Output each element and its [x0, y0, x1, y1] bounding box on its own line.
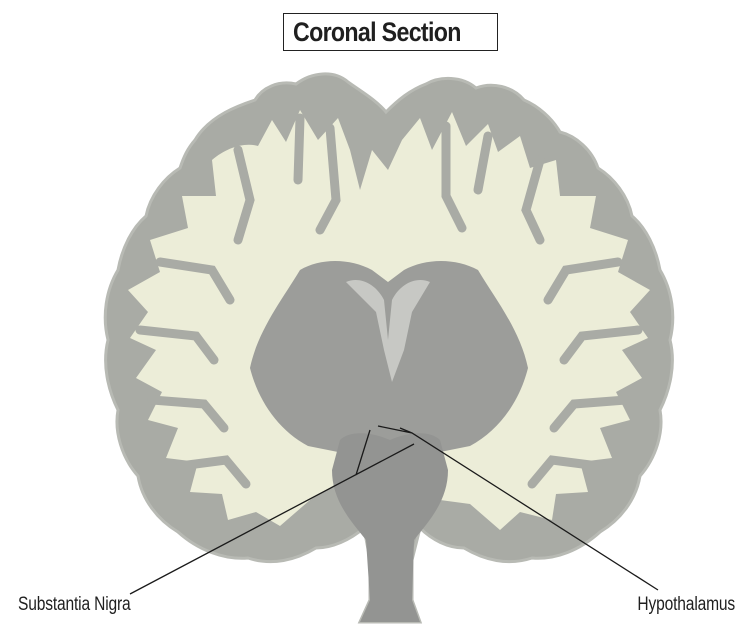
title-box: Coronal Section — [283, 13, 498, 51]
label-hypothalamus: Hypothalamus — [637, 594, 735, 616]
page-title: Coronal Section — [293, 17, 461, 48]
label-substantia-nigra: Substantia Nigra — [18, 594, 131, 616]
